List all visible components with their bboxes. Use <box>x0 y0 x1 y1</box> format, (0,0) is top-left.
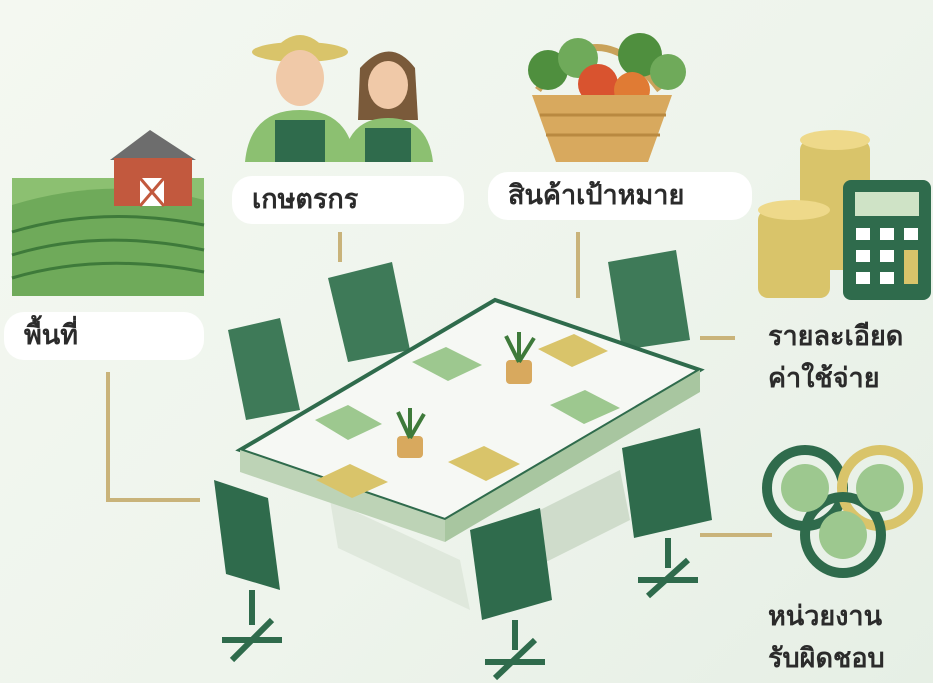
meeting-table-icon <box>214 250 712 681</box>
responsible-agency-label: หน่วยงาน รับผิดชอบ <box>768 596 928 680</box>
connector-lines <box>106 232 772 537</box>
farmers-label: เกษตรกร <box>232 176 464 224</box>
area-label: พื้นที่ <box>4 312 204 360</box>
responsible-agency-line-2: รับผิดชอบ <box>768 643 885 674</box>
farm-icon <box>11 130 205 296</box>
farmers-icon <box>245 35 433 162</box>
target-products-label: สินค้าเป้าหมาย <box>488 172 752 220</box>
linked-rings-icon <box>762 445 923 578</box>
vegetable-basket-icon <box>528 33 686 162</box>
cost-details-label: รายละเอียด ค่าใช้จ่าย <box>768 316 928 400</box>
responsible-agency-line-1: หน่วยงาน <box>768 601 883 632</box>
cost-details-line-1: รายละเอียด <box>768 321 904 352</box>
cost-details-line-2: ค่าใช้จ่าย <box>768 363 880 394</box>
coins-calculator-icon <box>758 130 931 300</box>
